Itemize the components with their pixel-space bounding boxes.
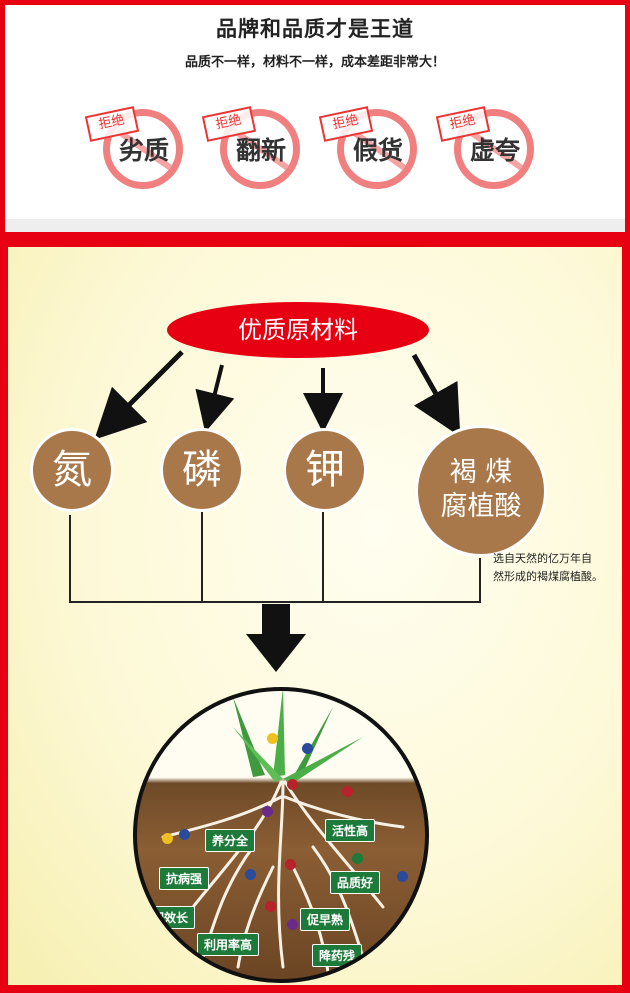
benefit-tag: 抗病强 bbox=[159, 867, 210, 890]
nutrient-dot bbox=[245, 869, 256, 880]
arrow-icon bbox=[195, 364, 235, 433]
nutrient-dot bbox=[352, 853, 363, 864]
reject-word: 假货 bbox=[352, 136, 403, 165]
benefit-tag: 养分全 bbox=[205, 829, 256, 852]
benefit-tag: 活性高 bbox=[325, 819, 376, 842]
material-phosphorus: 磷 bbox=[160, 428, 244, 512]
brand-subtitle: 品质不一样，材料不一样，成本差距非常大！ bbox=[184, 55, 445, 70]
down-arrow-icon bbox=[246, 634, 306, 672]
humic-line1: 褐 煤 bbox=[449, 457, 513, 488]
benefit-tag: 降药残 bbox=[312, 944, 363, 967]
humic-line2: 腐植酸 bbox=[440, 491, 522, 522]
brand-title: 品牌和品质才是王道 bbox=[216, 17, 414, 41]
humic-note: 选自天然的亿万年自 然形成的褐煤腐植酸。 bbox=[493, 552, 603, 583]
reject-badge-exaggeration: 拒绝 虚夸 bbox=[434, 101, 546, 211]
nutrient-dot bbox=[162, 833, 173, 844]
reject-word: 虚夸 bbox=[469, 136, 520, 165]
nutrient-dot bbox=[287, 919, 298, 930]
nutrient-dot bbox=[265, 901, 276, 912]
reject-badge-inferior: 拒绝 劣质 bbox=[83, 101, 195, 211]
arrow-icon bbox=[94, 350, 184, 440]
soil-roots-illustration: 养分全 活性高 抗病强 品质好 肥效长 促早熟 利用率高 降药残 bbox=[133, 687, 429, 983]
nutrient-dot bbox=[397, 871, 408, 882]
reject-badge-fake: 拒绝 假货 bbox=[317, 101, 429, 211]
nutrient-dot bbox=[342, 786, 353, 797]
arrow-icon bbox=[411, 353, 461, 437]
nutrient-dot bbox=[267, 733, 278, 744]
nutrient-dot bbox=[287, 779, 298, 790]
material-potassium: 钾 bbox=[283, 428, 367, 512]
reject-word: 翻新 bbox=[235, 136, 286, 165]
material-nitrogen: 氮 bbox=[30, 428, 114, 512]
reject-badge-refurbished: 拒绝 翻新 bbox=[200, 101, 312, 211]
benefit-tag: 品质好 bbox=[330, 871, 381, 894]
nutrient-dot bbox=[302, 743, 313, 754]
material-humic-acid: 褐 煤 腐植酸 bbox=[415, 425, 547, 557]
benefit-tag: 肥效长 bbox=[145, 906, 196, 929]
nutrient-dot bbox=[285, 859, 296, 870]
prohibit-icon bbox=[337, 109, 417, 189]
brand-quality-panel: 品牌和品质才是王道 品质不一样，材料不一样，成本差距非常大！ 拒绝 劣质 拒绝 … bbox=[5, 5, 625, 232]
reject-word: 劣质 bbox=[118, 136, 169, 165]
benefit-tag: 利用率高 bbox=[197, 933, 260, 956]
plant-roots-image bbox=[161, 691, 405, 974]
benefit-tag: 促早熟 bbox=[300, 908, 351, 931]
materials-title: 优质原材料 bbox=[167, 302, 429, 358]
nutrient-dot bbox=[179, 829, 190, 840]
nutrient-dot bbox=[262, 806, 273, 817]
